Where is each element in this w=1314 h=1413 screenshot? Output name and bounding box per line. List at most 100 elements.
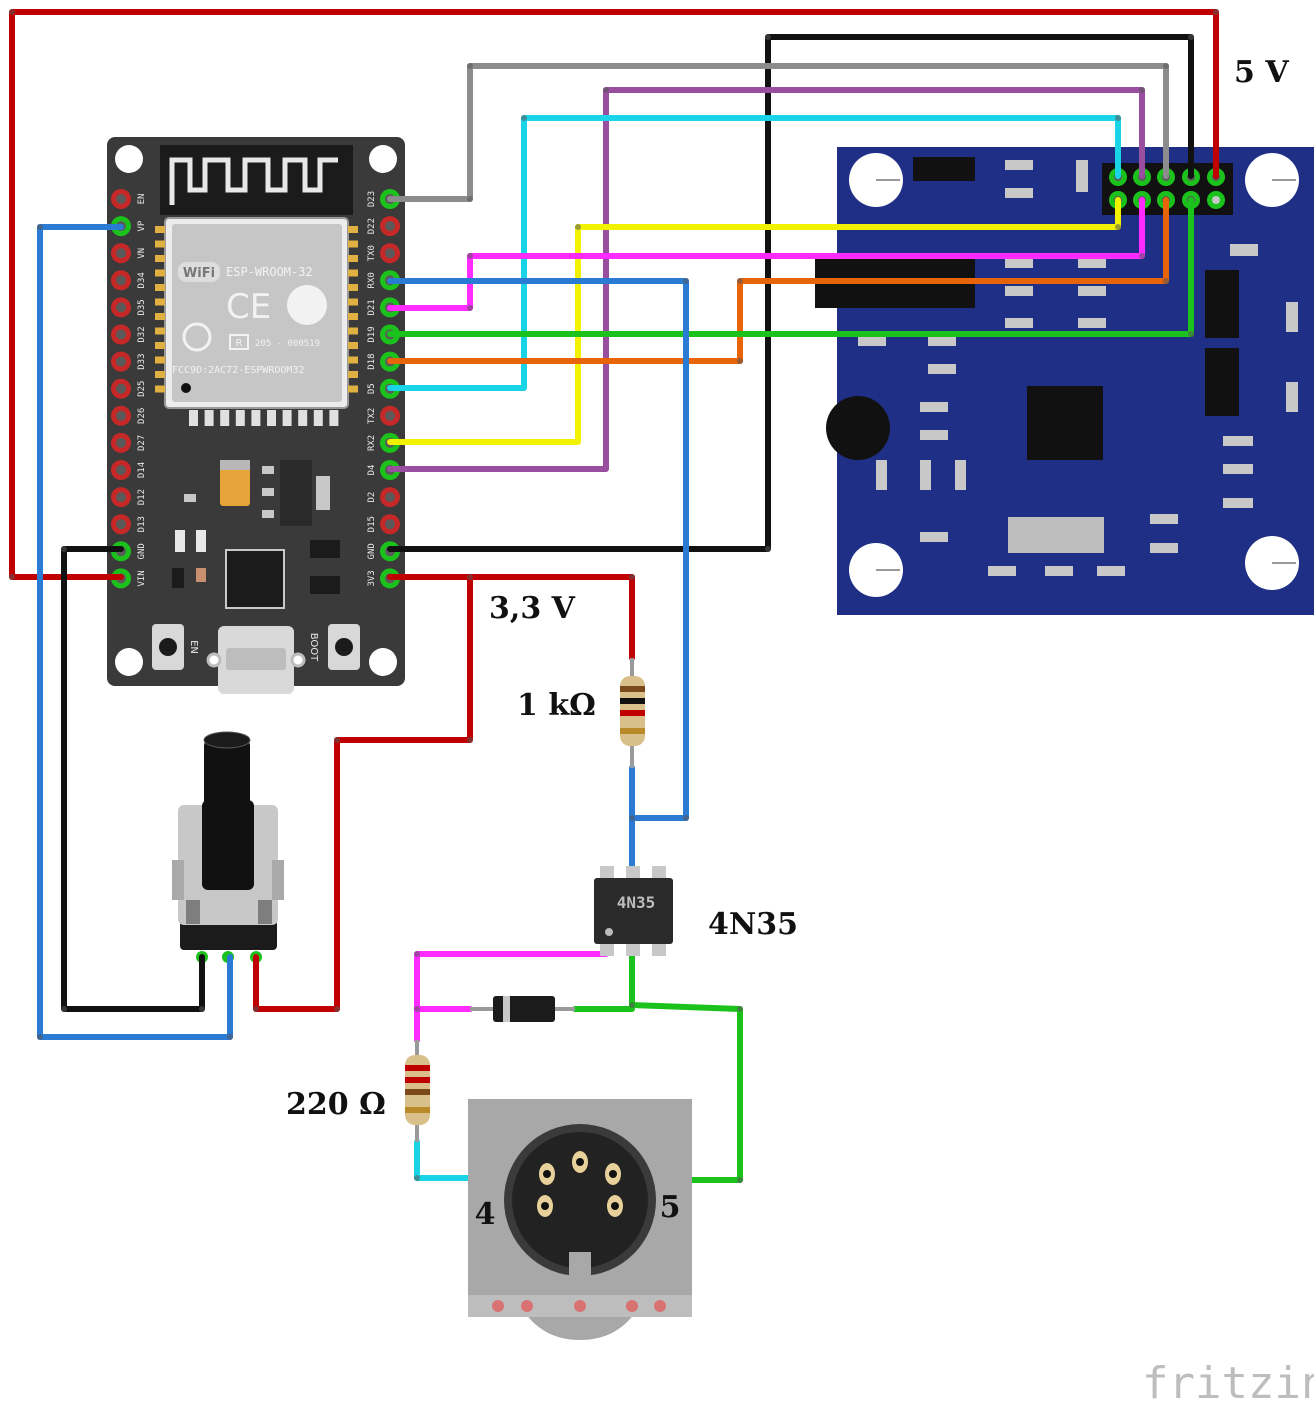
wire-bend-point <box>37 1034 43 1040</box>
espressif-logo <box>287 285 327 325</box>
module-pad <box>251 410 261 426</box>
label-1k: 1 kΩ <box>517 688 596 723</box>
esp32-pin-label: RX0 <box>367 272 377 288</box>
module-pad <box>282 410 292 426</box>
esp32-pin-d12[interactable]: D12 <box>111 487 147 508</box>
esp32-pin-label: D5 <box>367 383 377 394</box>
module-pad <box>204 410 214 426</box>
esp32-pin-label: D15 <box>367 516 377 532</box>
wire-3v3-pot[interactable] <box>253 574 473 1012</box>
esp32-pin-label: D19 <box>367 326 377 342</box>
wire-opto-220[interactable] <box>414 951 609 1012</box>
wire-bend-point <box>37 224 43 230</box>
wire-bend-point <box>737 278 743 284</box>
esp32-pin-d13[interactable]: D13 <box>111 514 147 535</box>
wire-bend-point <box>1188 331 1194 337</box>
module-name: ESP-WROOM-32 <box>226 265 313 279</box>
module-pad <box>348 371 358 378</box>
esp32-pin-d26[interactable]: D26 <box>111 405 147 426</box>
en-button-label: EN <box>188 640 199 654</box>
module-pads <box>155 226 358 426</box>
esp32-pin-label: D21 <box>367 299 377 315</box>
esp32-pin-label: D27 <box>137 435 147 451</box>
module-pad <box>155 327 165 335</box>
module-pad <box>155 371 165 378</box>
resistor-1k[interactable] <box>620 658 645 768</box>
module-pad <box>348 269 358 277</box>
module-pad <box>155 240 165 248</box>
wire-bend-point <box>61 1006 67 1012</box>
wifi-logo <box>178 262 220 282</box>
esp32-pin-tx2[interactable]: TX2 <box>367 405 400 426</box>
diode-cathode-band <box>503 996 510 1022</box>
esp32-pin-d27[interactable]: D27 <box>111 432 147 453</box>
wire-bend-point <box>575 224 581 230</box>
chip-marking: 4N35 <box>617 893 656 912</box>
wire-bend-point <box>1163 63 1169 69</box>
esp32-pin-label: D13 <box>137 516 147 532</box>
esp32-pin-label: D18 <box>367 353 377 369</box>
wifi-logo-text: WiFi <box>183 266 215 281</box>
esp32-pin-label: RX2 <box>367 435 377 451</box>
mount-hole <box>115 145 143 173</box>
esp32-pin-tx0[interactable]: TX0 <box>367 243 400 264</box>
mount-hole <box>369 648 397 676</box>
esp32-pin-label: VIN <box>137 570 147 586</box>
esp32-pin-d25[interactable]: D25 <box>111 378 147 399</box>
wire-bend-point <box>414 951 420 957</box>
r-text: 205 - 000519 <box>255 339 320 349</box>
wire-bend-point <box>737 358 743 364</box>
wire-bend-point <box>334 737 340 743</box>
diode[interactable] <box>470 996 575 1022</box>
wire-bend-point <box>1188 34 1194 40</box>
esp32-pin-d32[interactable]: D32 <box>111 324 147 345</box>
esp32-pin-d2[interactable]: D2 <box>367 487 400 508</box>
esp32-pin-d34[interactable]: D34 <box>111 270 147 291</box>
wire-bend-point <box>683 815 689 821</box>
esp32-pin-label: GND <box>137 543 147 559</box>
label-4n35: 4N35 <box>708 907 798 942</box>
module-pad <box>155 385 165 393</box>
module-pad <box>155 255 165 262</box>
esp32-pin-d15[interactable]: D15 <box>367 514 400 535</box>
esp32-pin-en[interactable]: EN <box>111 189 147 209</box>
potentiometer[interactable] <box>172 731 284 963</box>
label-5v: 5 V <box>1234 55 1289 90</box>
esp32-pin-d33[interactable]: D33 <box>111 351 147 372</box>
wire-bend-point <box>9 9 15 15</box>
module-pad <box>348 327 358 335</box>
module-pad <box>348 226 358 233</box>
esp32-pin-d35[interactable]: D35 <box>111 297 147 318</box>
esp32-pin-label: D22 <box>367 218 377 234</box>
wire-bend-point <box>1213 9 1219 15</box>
module-pad <box>235 410 245 426</box>
module-pad <box>348 240 358 248</box>
esp32-pin-label: D23 <box>367 191 377 207</box>
esp32-pin-label: D35 <box>137 299 147 315</box>
esp32-pin-label: D34 <box>137 272 147 288</box>
wire-bend-point <box>467 253 473 259</box>
resistor-220[interactable] <box>405 1040 430 1142</box>
tantalum-capacitor <box>220 460 250 506</box>
module-pad <box>348 255 358 262</box>
esp32-pin-label: GND <box>367 543 377 559</box>
optocoupler-4n35[interactable]: 4N35 <box>594 866 673 956</box>
esp32-pin-d14[interactable]: D14 <box>111 460 147 480</box>
esp32-pin-d22[interactable]: D22 <box>367 216 400 237</box>
din-pin-4-label: 4 <box>475 1197 496 1232</box>
main-ic <box>1027 386 1103 460</box>
esp32-pin-label: VP <box>137 220 147 231</box>
wire-bend-point <box>1115 115 1121 121</box>
wire-bend-point <box>521 115 527 121</box>
wire-bend-point <box>467 737 473 743</box>
module-pad <box>155 298 165 306</box>
esp32-pin-label: D12 <box>137 489 147 505</box>
module-pad <box>220 410 230 426</box>
usb-uart-chip <box>225 549 285 609</box>
label-220: 220 Ω <box>286 1087 386 1122</box>
din-pins <box>492 1151 666 1312</box>
esp32-pin-vn[interactable]: VN <box>111 243 147 264</box>
module-pad <box>267 410 276 426</box>
midi-din-socket[interactable]: 4 5 <box>468 1099 692 1340</box>
module-pad <box>348 298 358 306</box>
